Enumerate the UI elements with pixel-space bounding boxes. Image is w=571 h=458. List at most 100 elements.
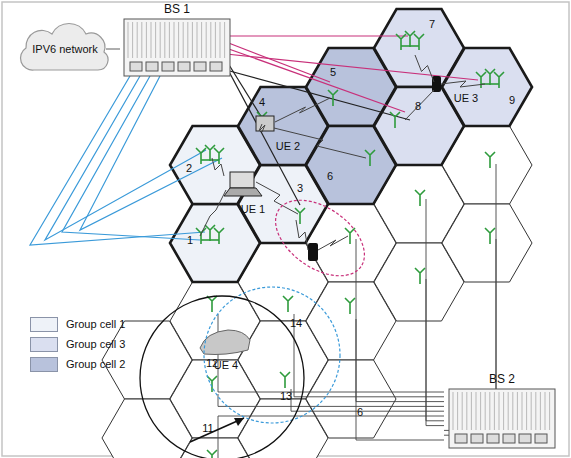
cell-number: 4: [259, 96, 265, 108]
antenna-symbol: [405, 31, 415, 47]
radio-link: [405, 90, 434, 120]
cell-number: 8: [415, 100, 421, 112]
station-name: BS 1: [118, 2, 236, 17]
hex-cell: [306, 360, 396, 438]
fiber-link: [218, 394, 444, 406]
antenna-symbol: [280, 372, 290, 388]
fiber-link: [426, 199, 444, 421]
legend-row: Group cell 1: [30, 314, 125, 334]
cloud-label: IPV6 network: [32, 43, 97, 56]
coverage-circle: [204, 287, 340, 423]
antenna-symbol: [485, 228, 495, 244]
antenna-array: [201, 159, 219, 161]
phone: [432, 76, 441, 92]
antenna-symbol: [414, 34, 424, 50]
antenna-symbol: [415, 190, 425, 206]
antenna-symbol: [485, 69, 495, 85]
antenna-symbol: [415, 268, 425, 284]
antenna-array: [201, 239, 219, 241]
antenna-symbol: [196, 228, 206, 244]
radio-link: [318, 236, 348, 250]
legend-row: Group cell 2: [30, 354, 125, 374]
legend-swatch: [30, 317, 58, 332]
antenna-symbol: [214, 148, 224, 164]
fiber-link: [294, 314, 444, 397]
laptop-screen: [230, 172, 254, 188]
radio-link: [441, 81, 485, 87]
antenna-symbol: [207, 376, 217, 392]
legend-text: Group cell 1: [66, 318, 125, 330]
radio-link: [259, 124, 265, 132]
base-station: BS 2: [443, 372, 561, 450]
radio-link: [275, 98, 330, 122]
wires: [30, 36, 496, 458]
antenna-symbol: [196, 148, 206, 164]
antennas: [196, 31, 504, 458]
cell-number: 3: [297, 182, 303, 194]
legend-swatch: [30, 357, 58, 372]
cell-number: 6: [327, 170, 333, 182]
legend-row: Group cell 3: [30, 334, 125, 354]
base-station: BS 1: [118, 2, 236, 78]
laptop-base: [224, 188, 262, 196]
fiber-link: [80, 76, 222, 230]
hex-cell: [170, 438, 260, 458]
antenna-symbol: [345, 298, 355, 314]
cell-number: 11: [202, 422, 213, 434]
cell-number: 6: [357, 406, 363, 418]
fiber-link: [226, 35, 408, 36]
fiber-link: [218, 314, 444, 392]
fiber-link: [62, 76, 200, 240]
hex-cell: [306, 282, 396, 360]
antenna-symbol: [207, 296, 217, 312]
fiber-link: [45, 76, 206, 240]
cell-number: 13: [280, 390, 292, 402]
legend: Group cell 1 Group cell 3 Group cell 2: [30, 314, 125, 374]
legend-text: Group cell 3: [66, 338, 125, 350]
coverage-ellipse: [262, 185, 378, 292]
antenna-symbol: [205, 225, 215, 241]
network-cloud: IPV6 network: [14, 22, 116, 76]
cell-number: 1: [187, 234, 193, 246]
cell-number: 7: [429, 18, 435, 30]
antenna-symbol: [345, 228, 355, 244]
antenna-symbol: [283, 296, 293, 312]
station-name: BS 2: [443, 372, 561, 387]
fiber-link: [356, 319, 444, 402]
cell-number: 2: [186, 162, 192, 174]
fiber-link: [226, 60, 262, 118]
radio-link: [296, 220, 308, 250]
antenna-array: [401, 45, 419, 47]
desktop-terminal: [256, 116, 274, 131]
phone: [308, 243, 318, 261]
hex-cell: [442, 204, 532, 282]
fiber-link: [426, 279, 444, 426]
fiber-link: [226, 54, 478, 80]
cell-number: 9: [509, 94, 515, 106]
radio-link: [200, 190, 226, 236]
equipment-label: UE 1: [241, 203, 265, 215]
cell-number: 5: [330, 66, 336, 78]
equipment-label: UE 4: [214, 359, 238, 371]
antenna-symbol: [365, 150, 375, 166]
fiber-link: [30, 76, 205, 245]
legend-text: Group cell 2: [66, 358, 125, 370]
antenna-symbol: [390, 112, 400, 128]
motion-arrow: [190, 418, 244, 442]
antenna-symbol: [214, 228, 224, 244]
antenna-symbol: [494, 72, 504, 88]
fiber-link: [218, 416, 444, 458]
legend-swatch: [30, 337, 58, 352]
hex-cell: [102, 399, 192, 458]
antenna-symbol: [396, 34, 406, 50]
equipment-label: UE 3: [454, 92, 478, 104]
cell-number: 14: [290, 317, 302, 329]
arrow-head: [234, 418, 244, 426]
antenna-symbol: [485, 152, 495, 168]
antenna-symbol: [476, 72, 486, 88]
radio-link: [212, 158, 224, 176]
radio-link: [274, 128, 366, 158]
radio-link: [415, 55, 434, 82]
